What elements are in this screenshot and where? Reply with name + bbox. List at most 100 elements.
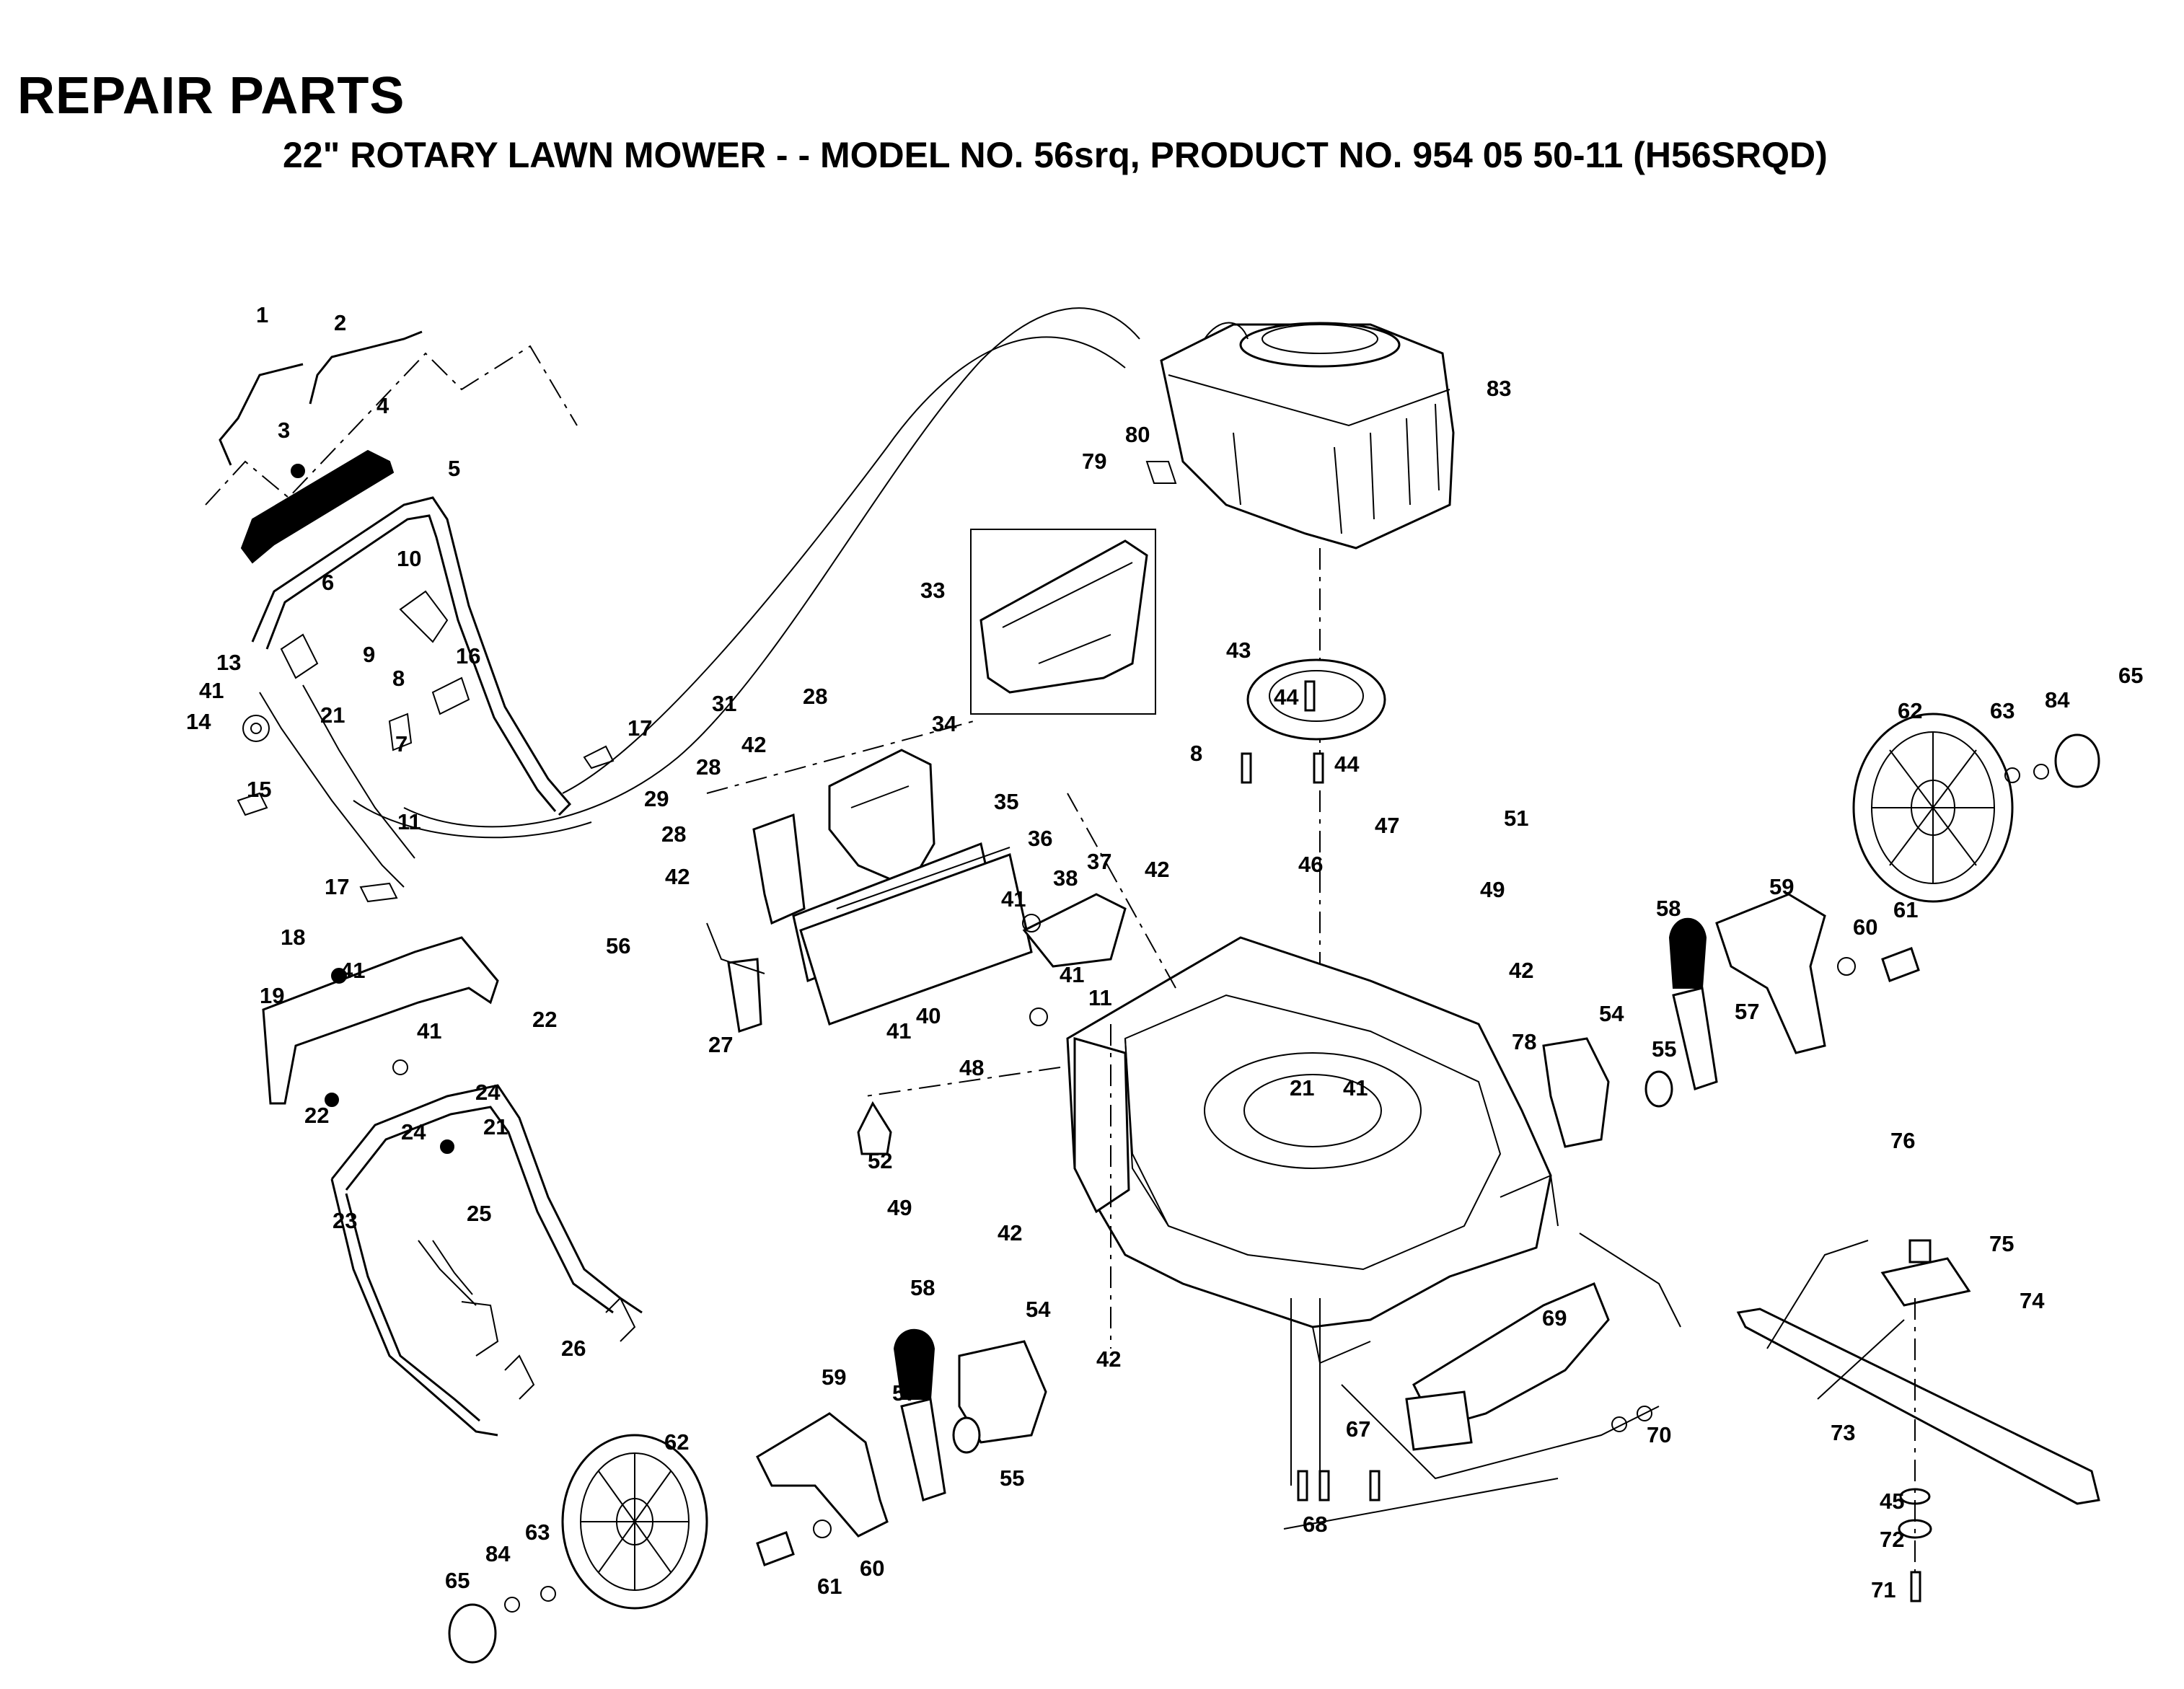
part-callout-24: 24 xyxy=(401,1119,426,1145)
part-callout-65: 65 xyxy=(2118,663,2143,688)
part-callout-61: 61 xyxy=(817,1574,842,1599)
part-callout-21: 21 xyxy=(483,1114,508,1139)
part-callout-42: 42 xyxy=(665,864,690,889)
part-callout-38: 38 xyxy=(1053,865,1078,891)
part-callout-3: 3 xyxy=(278,418,290,443)
part-callout-76: 76 xyxy=(1890,1128,1915,1153)
part-callout-8: 8 xyxy=(392,666,405,691)
part-callout-42: 42 xyxy=(998,1220,1022,1245)
part-callout-62: 62 xyxy=(1898,698,1922,723)
part-callout-54: 54 xyxy=(1026,1297,1051,1322)
part-callout-83: 83 xyxy=(1487,376,1511,401)
upper-handle-assembly xyxy=(205,307,1140,903)
part-callout-42: 42 xyxy=(1145,857,1169,882)
part-callout-8: 8 xyxy=(1190,741,1202,766)
part-callout-41: 41 xyxy=(340,958,365,983)
part-callout-24: 24 xyxy=(475,1080,501,1105)
part-callout-42: 42 xyxy=(1096,1346,1121,1372)
part-callout-49: 49 xyxy=(887,1195,912,1220)
part-callout-78: 78 xyxy=(1512,1029,1536,1054)
part-callout-43: 43 xyxy=(1226,638,1251,663)
part-callout-41: 41 xyxy=(1001,886,1026,912)
part-callout-28: 28 xyxy=(803,684,827,709)
blade-assembly xyxy=(1736,1239,2100,1602)
part-callout-74: 74 xyxy=(2020,1288,2045,1313)
part-callout-57: 57 xyxy=(1735,999,1759,1024)
part-callout-41: 41 xyxy=(417,1018,441,1044)
lower-handle-assembly xyxy=(262,936,643,1437)
part-callout-69: 69 xyxy=(1542,1305,1567,1331)
part-callout-29: 29 xyxy=(644,786,669,811)
part-callout-63: 63 xyxy=(1990,698,2015,723)
part-callout-11: 11 xyxy=(1088,985,1112,1010)
part-callout-80: 80 xyxy=(1125,422,1150,447)
part-callout-22: 22 xyxy=(532,1007,557,1032)
part-callout-59: 59 xyxy=(1769,874,1794,899)
mower-deck xyxy=(706,720,1559,1364)
part-callout-23: 23 xyxy=(333,1208,357,1233)
part-callout-37: 37 xyxy=(1087,849,1111,874)
part-callout-46: 46 xyxy=(1298,852,1323,877)
part-callout-47: 47 xyxy=(1375,813,1399,838)
part-callout-61: 61 xyxy=(1893,897,1918,922)
part-callout-55: 55 xyxy=(1652,1036,1676,1062)
part-callout-27: 27 xyxy=(708,1032,733,1057)
part-callout-7: 7 xyxy=(395,731,408,757)
part-callout-41: 41 xyxy=(1343,1075,1368,1101)
part-callout-9: 9 xyxy=(363,642,375,667)
part-callout-49: 49 xyxy=(1480,877,1505,902)
part-callout-18: 18 xyxy=(281,925,305,950)
part-callout-1: 1 xyxy=(256,302,268,327)
part-callout-4: 4 xyxy=(377,393,389,418)
part-callout-62: 62 xyxy=(664,1429,689,1455)
part-callout-17: 17 xyxy=(628,715,652,741)
part-callout-25: 25 xyxy=(467,1201,491,1226)
part-callout-44: 44 xyxy=(1274,684,1299,710)
part-callout-5: 5 xyxy=(448,456,460,481)
part-callout-67: 67 xyxy=(1346,1416,1370,1442)
part-callout-33: 33 xyxy=(920,578,945,603)
part-callout-15: 15 xyxy=(247,777,271,802)
part-callout-84: 84 xyxy=(2045,687,2070,713)
part-callout-59: 59 xyxy=(822,1364,846,1390)
part-callout-36: 36 xyxy=(1028,826,1052,851)
part-callout-42: 42 xyxy=(1509,958,1533,983)
rear-guard-assembly xyxy=(970,529,1156,715)
part-callout-45: 45 xyxy=(1880,1489,1904,1514)
part-callout-34: 34 xyxy=(932,711,957,736)
part-callout-60: 60 xyxy=(1853,914,1877,940)
part-callout-68: 68 xyxy=(1303,1512,1327,1537)
part-callout-21: 21 xyxy=(320,702,345,728)
part-callout-70: 70 xyxy=(1647,1422,1671,1447)
part-callout-58: 58 xyxy=(910,1275,935,1300)
height-adjuster-right xyxy=(1542,893,1826,1148)
part-callout-28: 28 xyxy=(696,754,721,780)
part-callout-19: 19 xyxy=(260,983,284,1008)
part-callout-54: 54 xyxy=(1599,1001,1624,1026)
part-callout-16: 16 xyxy=(456,643,480,669)
part-callout-21: 21 xyxy=(1290,1075,1314,1101)
part-callout-48: 48 xyxy=(959,1055,984,1080)
part-callout-35: 35 xyxy=(994,789,1018,814)
part-callout-14: 14 xyxy=(186,709,211,734)
part-callout-60: 60 xyxy=(860,1556,884,1581)
part-callout-71: 71 xyxy=(1871,1577,1895,1602)
part-callout-26: 26 xyxy=(561,1336,586,1361)
part-callout-17: 17 xyxy=(325,874,349,899)
part-callout-2: 2 xyxy=(334,310,346,335)
part-callout-41: 41 xyxy=(886,1018,911,1044)
wheel-left xyxy=(448,1434,832,1664)
height-adjuster-left xyxy=(756,1328,1047,1538)
part-callout-63: 63 xyxy=(525,1520,550,1545)
part-callout-28: 28 xyxy=(661,821,686,847)
part-callout-75: 75 xyxy=(1989,1231,2014,1256)
part-callout-52: 52 xyxy=(868,1148,892,1173)
part-callout-11: 11 xyxy=(397,809,421,834)
part-callout-40: 40 xyxy=(916,1003,941,1028)
part-callout-41: 41 xyxy=(199,678,224,703)
part-callout-10: 10 xyxy=(397,546,421,571)
part-callout-55: 55 xyxy=(1000,1465,1024,1491)
wheel-right xyxy=(1837,713,2100,982)
page-subtitle: 22" ROTARY LAWN MOWER - - MODEL NO. 56sr… xyxy=(283,135,1828,175)
